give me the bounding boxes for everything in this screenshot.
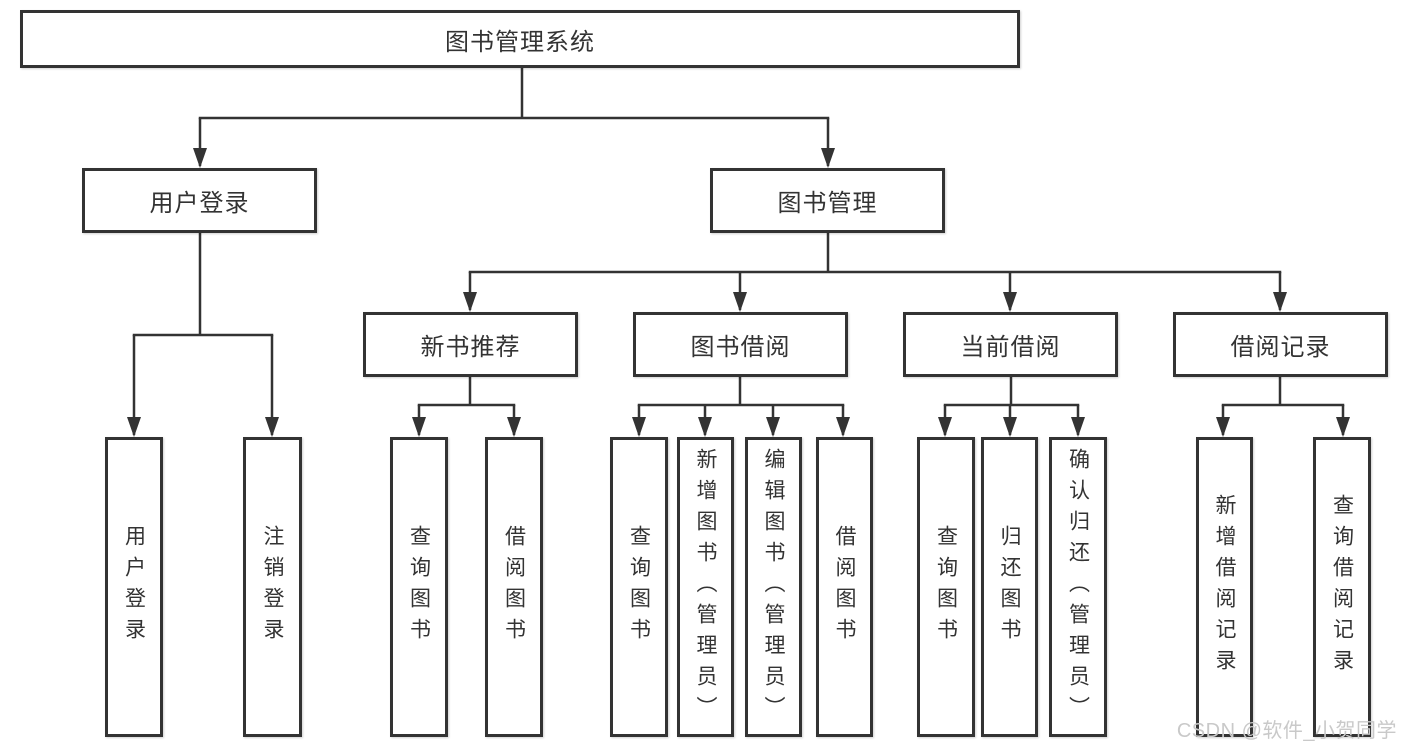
connector-book-borrowing-cluster: [637, 375, 845, 407]
leaf-label: 编辑图书（管理员）: [762, 447, 785, 727]
leaf-return-books: 归还图书: [981, 437, 1038, 737]
node-book-borrowing: 图书借阅: [633, 312, 848, 377]
leaf-label: 新增图书（管理员）: [694, 447, 717, 727]
leaf-query-books-borrowing: 查询图书: [610, 437, 668, 737]
leaf-confirm-return-admin: 确认归还（管理员）: [1049, 437, 1107, 737]
leaf-label: 确认归还（管理员）: [1066, 447, 1090, 727]
leaf-label: 查询借阅记录: [1330, 494, 1354, 680]
node-label: 用户登录: [149, 190, 250, 217]
csdn-watermark: CSDN @软件_小贺同学: [1176, 720, 1397, 742]
node-library-management-system: 图书管理系统: [20, 10, 1020, 68]
node-label: 当前借阅: [960, 334, 1061, 361]
connector-new-book-recommendation-cluster: [417, 375, 516, 407]
leaf-user-login: 用户登录: [105, 437, 163, 737]
leaf-borrow-books-borrowing: 借阅图书: [816, 437, 873, 737]
leaf-label: 归还图书: [998, 525, 1021, 649]
node-label: 图书管理系统: [445, 28, 595, 56]
node-label: 图书借阅: [690, 334, 791, 361]
leaf-label: 新增借阅记录: [1213, 494, 1236, 680]
connector-user-login-cluster: [132, 231, 274, 337]
node-borrowing-records: 借阅记录: [1173, 312, 1388, 377]
node-label: 图书管理: [777, 190, 878, 217]
node-new-book-recommendation: 新书推荐: [363, 312, 578, 377]
leaf-query-books-current: 查询图书: [917, 437, 975, 737]
connector-current-borrowing-cluster: [943, 375, 1080, 407]
leaf-query-books-recommend: 查询图书: [390, 437, 448, 737]
node-user-login: 用户登录: [82, 168, 317, 233]
leaf-edit-books-admin: 编辑图书（管理员）: [745, 437, 802, 737]
leaf-borrow-books-recommend: 借阅图书: [485, 437, 543, 737]
leaf-label: 查询图书: [934, 525, 958, 649]
leaf-add-books-admin: 新增图书（管理员）: [677, 437, 734, 737]
connector-book-management-to-level2: [468, 231, 1282, 274]
leaf-logout: 注销登录: [243, 437, 302, 737]
leaf-label: 借阅图书: [833, 525, 856, 649]
node-current-borrowing: 当前借阅: [903, 312, 1118, 377]
connector-borrowing-records-cluster: [1221, 375, 1345, 407]
leaf-label: 查询图书: [627, 525, 651, 649]
connector-root-to-level1: [198, 66, 830, 120]
node-label: 新书推荐: [420, 334, 521, 361]
leaf-label: 注销登录: [261, 525, 284, 649]
node-book-management: 图书管理: [710, 168, 945, 233]
leaf-label: 查询图书: [407, 525, 431, 649]
leaf-label: 用户登录: [122, 525, 146, 649]
node-label: 借阅记录: [1230, 334, 1331, 361]
leaf-add-borrow-record: 新增借阅记录: [1196, 437, 1253, 737]
leaf-query-borrow-record: 查询借阅记录: [1313, 437, 1371, 737]
leaf-label: 借阅图书: [502, 525, 526, 649]
